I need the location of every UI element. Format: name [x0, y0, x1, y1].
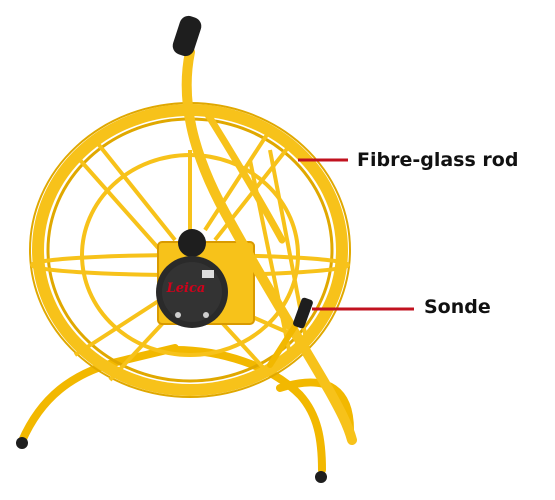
- left-foot-cap: [16, 437, 28, 449]
- hub-axle: [178, 229, 206, 257]
- right-foot-cap: [315, 471, 327, 483]
- callout-label-sonde: Sonde: [424, 296, 491, 318]
- device-logo: Leica: [166, 281, 206, 296]
- stand-legs: [18, 344, 354, 474]
- handle-frame: [181, 47, 357, 445]
- sonde-clip: [293, 297, 313, 329]
- sonde-unit: Leica: [156, 256, 228, 328]
- handle-grip: [172, 15, 202, 57]
- callout-label-fibre-glass-rod: Fibre-glass rod: [357, 149, 519, 171]
